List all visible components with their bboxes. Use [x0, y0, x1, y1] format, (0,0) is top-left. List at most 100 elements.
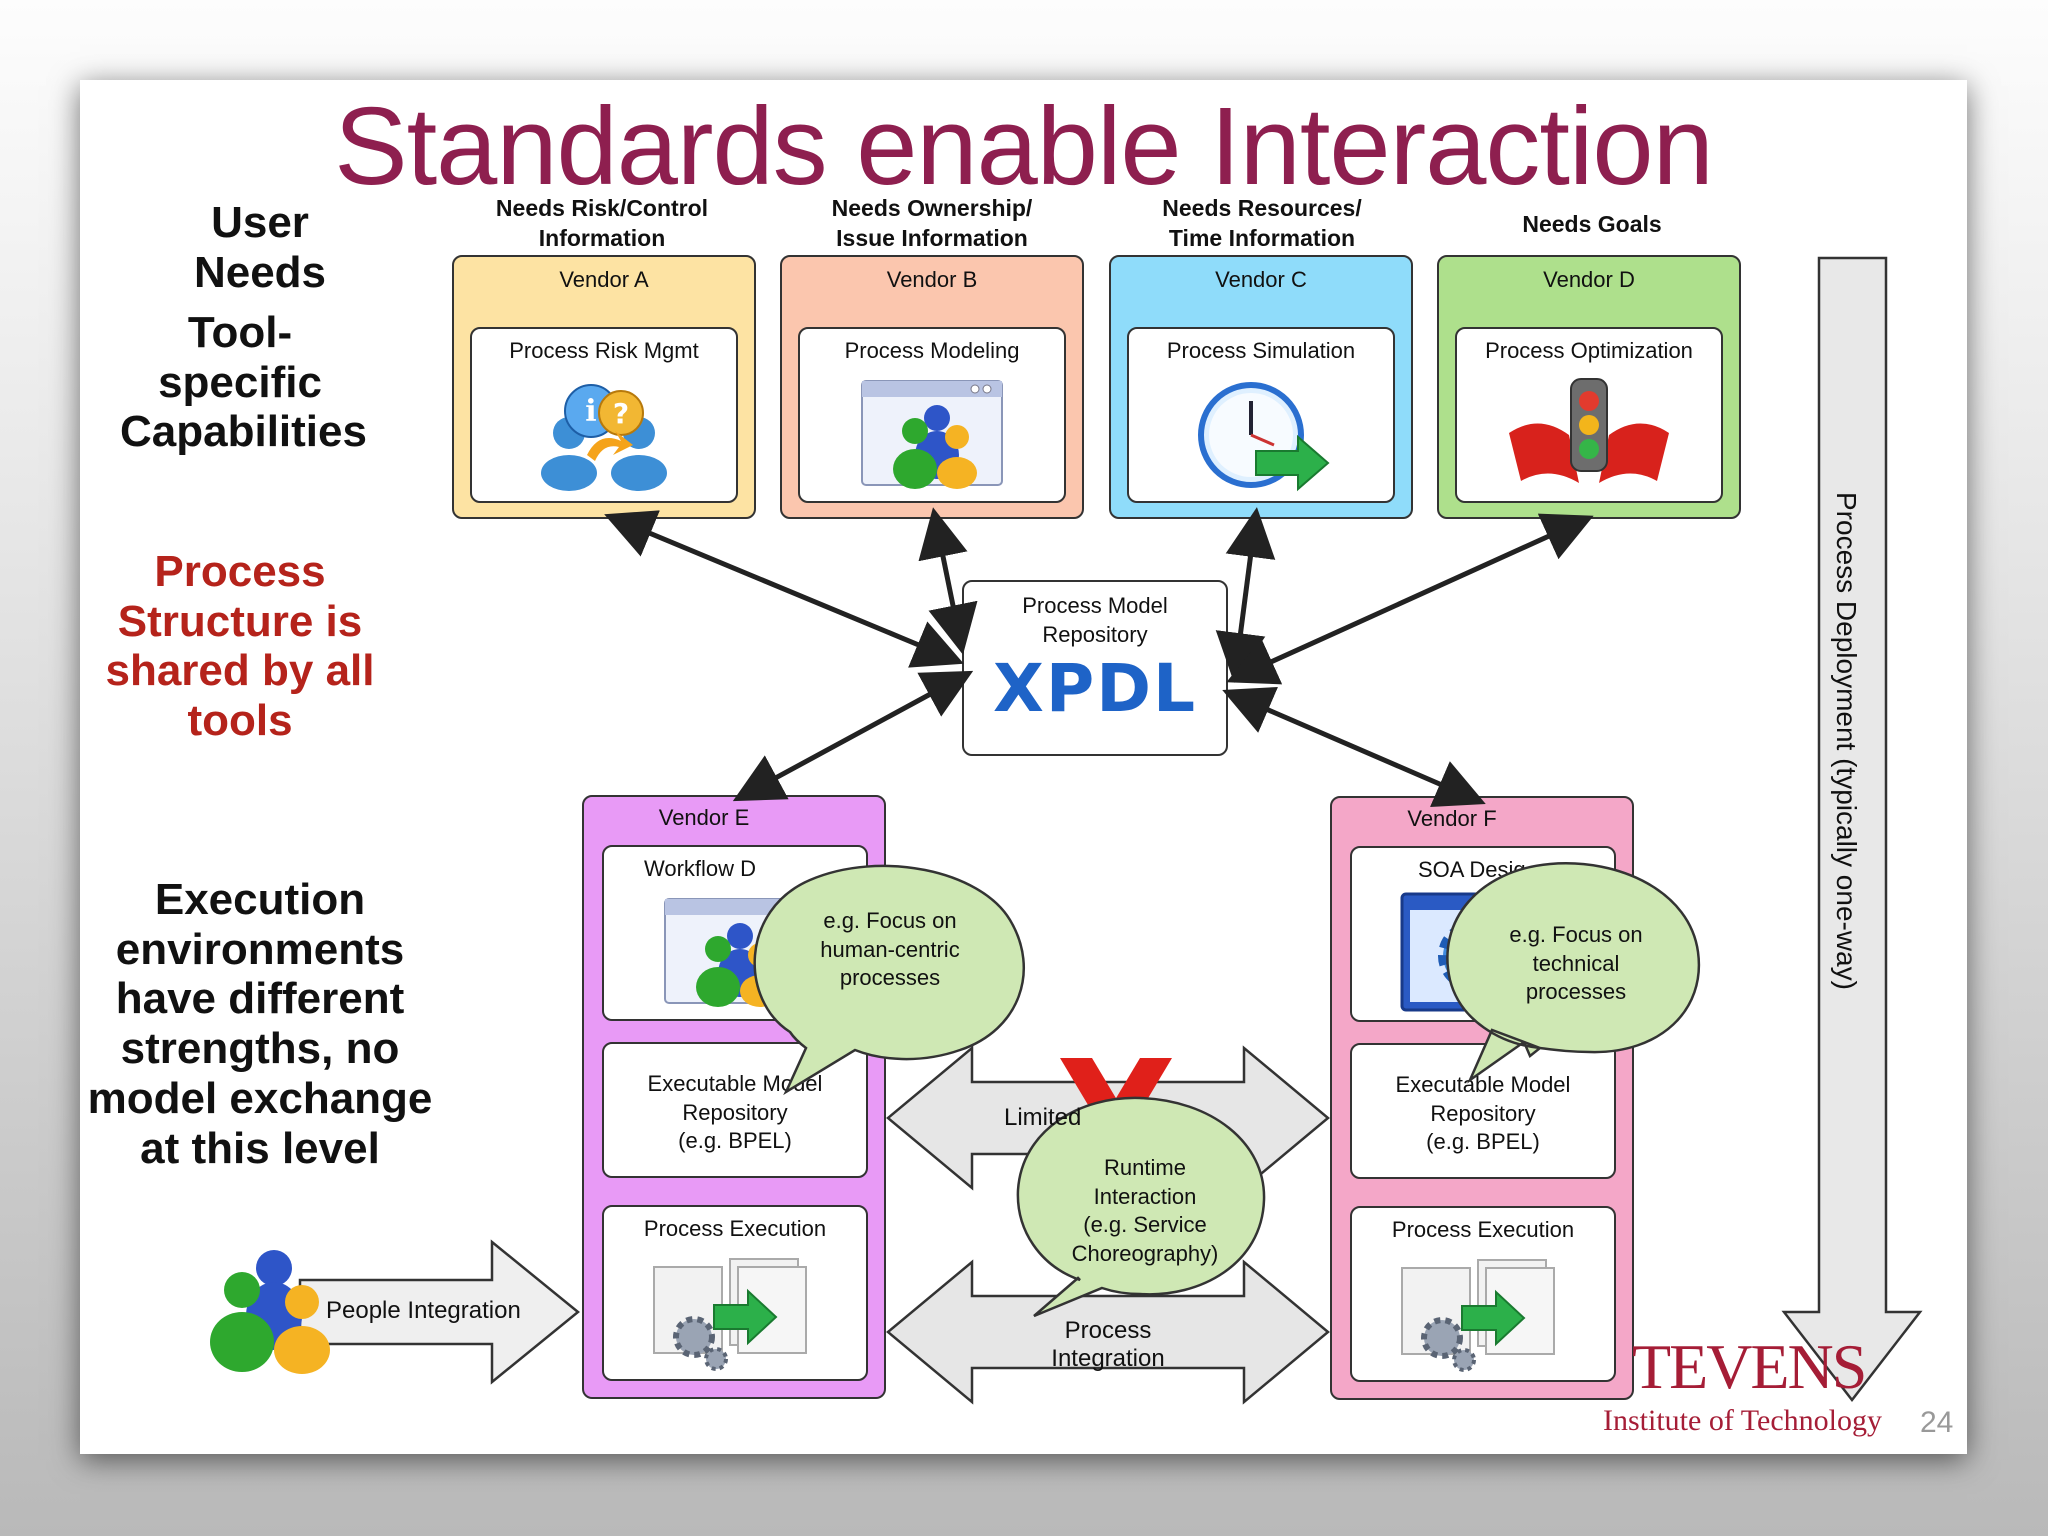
execution-line: strengths, no	[120, 1024, 400, 1074]
need-resources: Needs Resources/ Time Information	[1112, 194, 1412, 254]
bubble-line: human-centric	[820, 936, 960, 962]
modeling-window-people-icon	[861, 380, 1003, 489]
user-needs-label: User Needs	[193, 198, 327, 297]
execution-gears-icon	[1401, 1259, 1555, 1372]
people-integration-arrow	[298, 1239, 580, 1385]
need-goals: Needs Goals	[1442, 210, 1742, 240]
vendor-a-box: Vendor A Process Risk Mgmt i ?	[452, 255, 756, 519]
connector-vendor-f	[1222, 686, 1486, 808]
process-risk-mgmt-box: Process Risk Mgmt i ?	[470, 327, 738, 503]
execution-gears-icon	[653, 1258, 807, 1371]
process-structure-line: Structure is	[117, 596, 363, 646]
tool-specific-line: Tool-	[187, 308, 293, 357]
xpdl-logo: XPDL	[992, 650, 1198, 727]
execution-line: environments	[115, 924, 405, 974]
technical-bubble-text: e.g. Focus on technical processes	[1466, 921, 1686, 1007]
connector-vendor-e	[732, 670, 974, 802]
connector-vendor-d	[1226, 513, 1594, 685]
bubble-line: Interaction	[1093, 1183, 1197, 1209]
process-optimization-label: Process Optimization	[1485, 338, 1693, 363]
vendor-e-label: Vendor E	[658, 805, 750, 830]
deployment-arrow	[1781, 256, 1923, 1403]
vendor-f-box: Vendor F SOA Desig Executable Model Repo…	[1330, 796, 1634, 1400]
need-line: Needs Resources/	[1162, 195, 1362, 221]
process-modeling-box: Process Modeling	[798, 327, 1066, 503]
need-line: Needs Risk/Control	[495, 195, 709, 221]
exec-repo-line: (e.g. BPEL)	[1426, 1129, 1540, 1155]
stevens-subtitle: Institute of Technology	[1603, 1404, 1882, 1437]
process-structure-line: shared by all	[105, 646, 375, 696]
stevens-logo: TEVENS	[1632, 1331, 1867, 1402]
bubble-line: Choreography)	[1071, 1240, 1219, 1266]
tool-specific-line: specific	[158, 357, 322, 407]
vendor-a-label: Vendor A	[559, 267, 649, 292]
execution-label: Execution environments have different st…	[80, 875, 440, 1173]
vendor-d-label: Vendor D	[1543, 267, 1635, 292]
tool-specific-line: Capabilities	[120, 407, 367, 457]
execution-line: model exchange	[87, 1073, 433, 1123]
need-line: Needs Goals	[1522, 211, 1662, 237]
exec-repo-line: Executable Model	[1395, 1072, 1571, 1097]
deployment-label: Process Deployment (typically one-way)	[1831, 492, 1862, 990]
bubble-line: Runtime	[1104, 1155, 1186, 1180]
people-integration-label: People Integration	[326, 1297, 521, 1324]
bubble-line: e.g. Focus on	[823, 908, 957, 933]
need-line: Issue Information	[836, 224, 1028, 251]
vendor-c-label: Vendor C	[1215, 267, 1307, 292]
process-execution-f-box: Process Execution	[1350, 1206, 1616, 1382]
process-simulation-box: Process Simulation	[1127, 327, 1395, 503]
runtime-bubble-text: Runtime Interaction (e.g. Service Choreo…	[1030, 1154, 1260, 1268]
repository-line: Process Model	[1022, 593, 1168, 618]
human-bubble	[753, 864, 1025, 1096]
process-structure-line: Process	[154, 547, 326, 596]
need-line: Information	[538, 224, 666, 251]
limited-label: Limited	[1004, 1104, 1082, 1131]
vendor-b-label: Vendor B	[886, 267, 978, 292]
bubble-line: (e.g. Service	[1083, 1212, 1207, 1238]
slide-title: Standards enable Interaction	[334, 85, 1714, 208]
bubble-line: processes	[1525, 979, 1627, 1005]
execution-line: at this level	[140, 1123, 380, 1173]
repository-line: Repository	[1042, 621, 1148, 647]
people-group-icon	[210, 1250, 330, 1374]
human-bubble-text: e.g. Focus on human-centric processes	[780, 907, 1000, 993]
clock-arrow-icon	[1198, 382, 1330, 492]
connector-vendor-b	[918, 507, 978, 655]
exec-repo-line: Repository	[1430, 1100, 1536, 1126]
execution-line: Execution	[154, 875, 366, 924]
svg-text:i: i	[585, 394, 596, 429]
repository-label: Process Model Repository	[964, 592, 1226, 649]
need-line: Needs Ownership/	[831, 195, 1033, 221]
process-optimization-box: Process Optimization	[1455, 327, 1723, 503]
slide: Standards enable Interaction User Needs …	[80, 80, 1967, 1454]
svg-text:?: ?	[613, 397, 629, 430]
process-structure-label: Process Structure is shared by all tools	[100, 547, 380, 746]
need-ownership: Needs Ownership/ Issue Information	[782, 194, 1082, 254]
process-execution-e-label: Process Execution	[643, 1216, 827, 1241]
tool-specific-label: Tool- specific Capabilities	[120, 308, 367, 457]
process-structure-line: tools	[187, 696, 293, 746]
process-execution-f-label: Process Execution	[1391, 1217, 1575, 1242]
exec-repo-line: (e.g. BPEL)	[678, 1128, 792, 1154]
execution-line: have different	[115, 974, 405, 1024]
process-simulation-label: Process Simulation	[1166, 338, 1356, 363]
diagram-overlay	[298, 256, 1923, 1405]
process-execution-e-box: Process Execution	[602, 1205, 868, 1381]
technical-bubble	[1446, 862, 1701, 1084]
bubble-line: processes	[839, 965, 941, 991]
exec-repo-e-label: Executable Model Repository (e.g. BPEL)	[604, 1070, 866, 1156]
traffic-light-flags-icon	[1509, 378, 1669, 483]
process-modeling-label: Process Modeling	[844, 338, 1020, 363]
need-line: Time Information	[1168, 224, 1356, 251]
connector-vendor-c	[1215, 507, 1276, 683]
vendor-d-box: Vendor D Process Optimization	[1437, 255, 1741, 519]
bubble-line: e.g. Focus on	[1509, 922, 1643, 947]
connector-vendor-a	[604, 510, 964, 668]
page-number: 24	[1920, 1406, 1954, 1439]
bubble-line: technical	[1532, 950, 1620, 976]
exec-repo-line: Repository	[682, 1099, 788, 1125]
vendor-f-label: Vendor F	[1407, 806, 1497, 831]
process-risk-mgmt-label: Process Risk Mgmt	[509, 338, 699, 363]
workflow-label: Workflow D	[644, 856, 757, 881]
risk-info-people-icon: i ?	[541, 384, 667, 491]
